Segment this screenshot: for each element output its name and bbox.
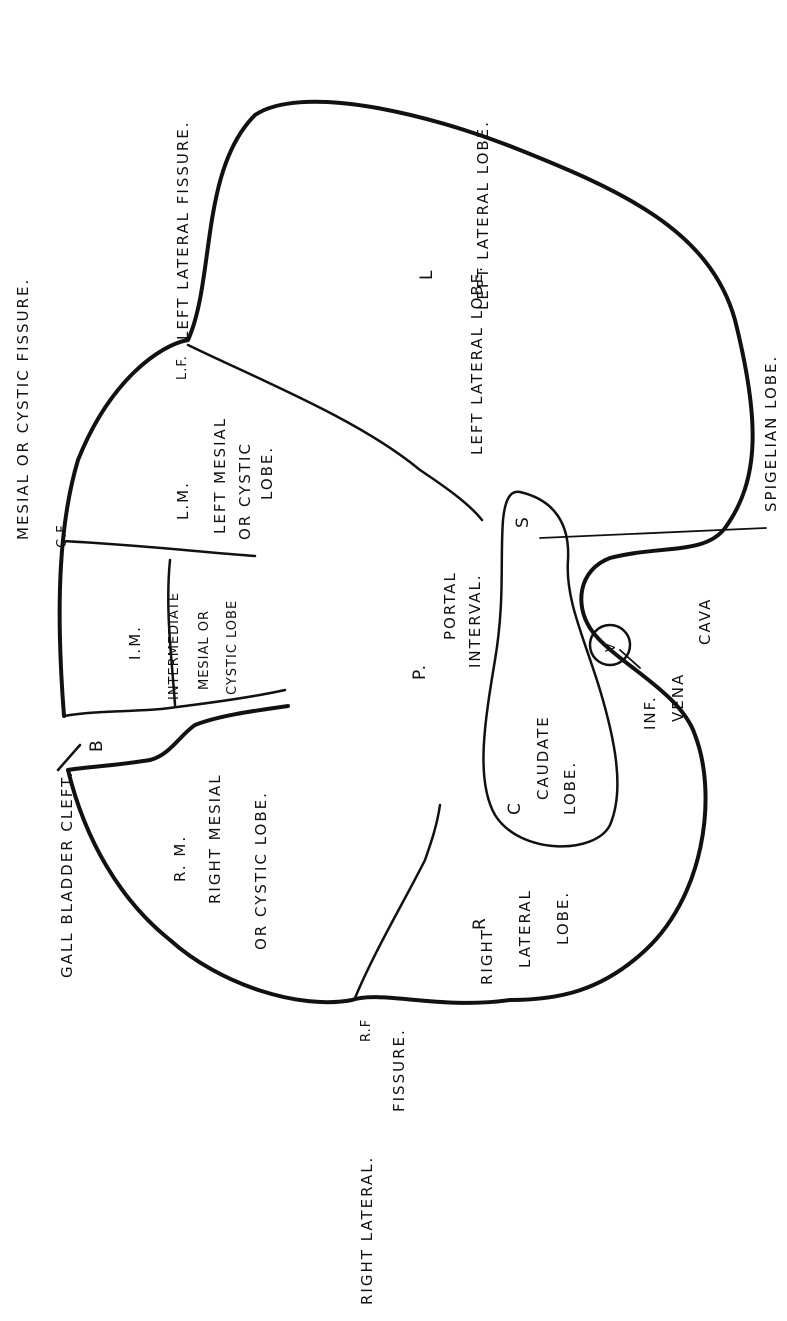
label-r: R [470, 916, 490, 930]
label-right-mesial-2: OR CYSTIC LOBE. [252, 791, 270, 950]
label-l: L [417, 269, 437, 280]
label-b: B [87, 738, 107, 752]
label-left-lateral-lobe-2: LEFT LATERAL LOBE. [468, 265, 486, 455]
label-intermediate-1: INTERMEDIATE [167, 592, 182, 700]
label-p: P. [410, 663, 430, 680]
label-left-mesial-3: LOBE. [258, 446, 276, 500]
right-fissure-line [355, 805, 440, 998]
label-right-lateral-lobe-2: LATERAL [516, 889, 534, 968]
label-s: S [513, 515, 533, 528]
label-right-lateral-fissure-2: FISSURE. [390, 1028, 408, 1112]
label-intermediate-2: MESIAL OR [197, 610, 212, 690]
label-gall-bladder-cleft: GALL BLADDER CLEFT. [58, 771, 76, 978]
label-c: C [505, 801, 525, 815]
label-left-lateral-fissure: LEFT LATERAL FISSURE. [174, 120, 192, 340]
cystic-fissure-line [62, 541, 255, 556]
left-fissure-line [188, 345, 482, 520]
label-inf-vena-cava-3: CAVA [696, 598, 714, 645]
label-rm: R. M. [171, 835, 189, 882]
label-right-lateral-lobe-3: LOBE. [554, 891, 572, 945]
label-left-mesial-2: OR CYSTIC [236, 442, 254, 540]
label-spigelian-lobe: SPIGELIAN LOBE. [762, 355, 780, 512]
label-right-mesial-1: RIGHT MESIAL [206, 773, 224, 904]
label-portal-2: INTERVAL. [466, 573, 484, 668]
label-cf: C.F. [55, 521, 70, 548]
label-right-lateral-fissure-1: RIGHT LATERAL. [358, 1156, 376, 1305]
label-v: V [604, 642, 619, 652]
label-caudate-2: LOBE. [561, 761, 579, 815]
label-inf-vena-cava-1: INF. [641, 695, 659, 730]
gall-bladder-marker [58, 745, 80, 770]
label-intermediate-3: CYSTIC LOBE [225, 600, 240, 695]
label-right-lateral-lobe-1: RIGHT [478, 928, 496, 985]
spigelian-pointer [540, 528, 766, 538]
label-inf-vena-cava-2: VENA [669, 673, 687, 722]
label-portal-1: PORTAL [441, 571, 459, 640]
label-rf: R.F [359, 1019, 374, 1042]
label-lf: L.F. [175, 355, 190, 380]
label-left-mesial-1: LEFT MESIAL [211, 417, 229, 534]
label-mesial-cystic-fissure: MESIAL OR CYSTIC FISSURE. [14, 278, 32, 540]
label-caudate-1: CAUDATE [534, 715, 552, 800]
liver-outline [60, 102, 753, 1003]
label-im: I.M. [126, 625, 144, 660]
label-lm: L.M. [174, 481, 192, 520]
